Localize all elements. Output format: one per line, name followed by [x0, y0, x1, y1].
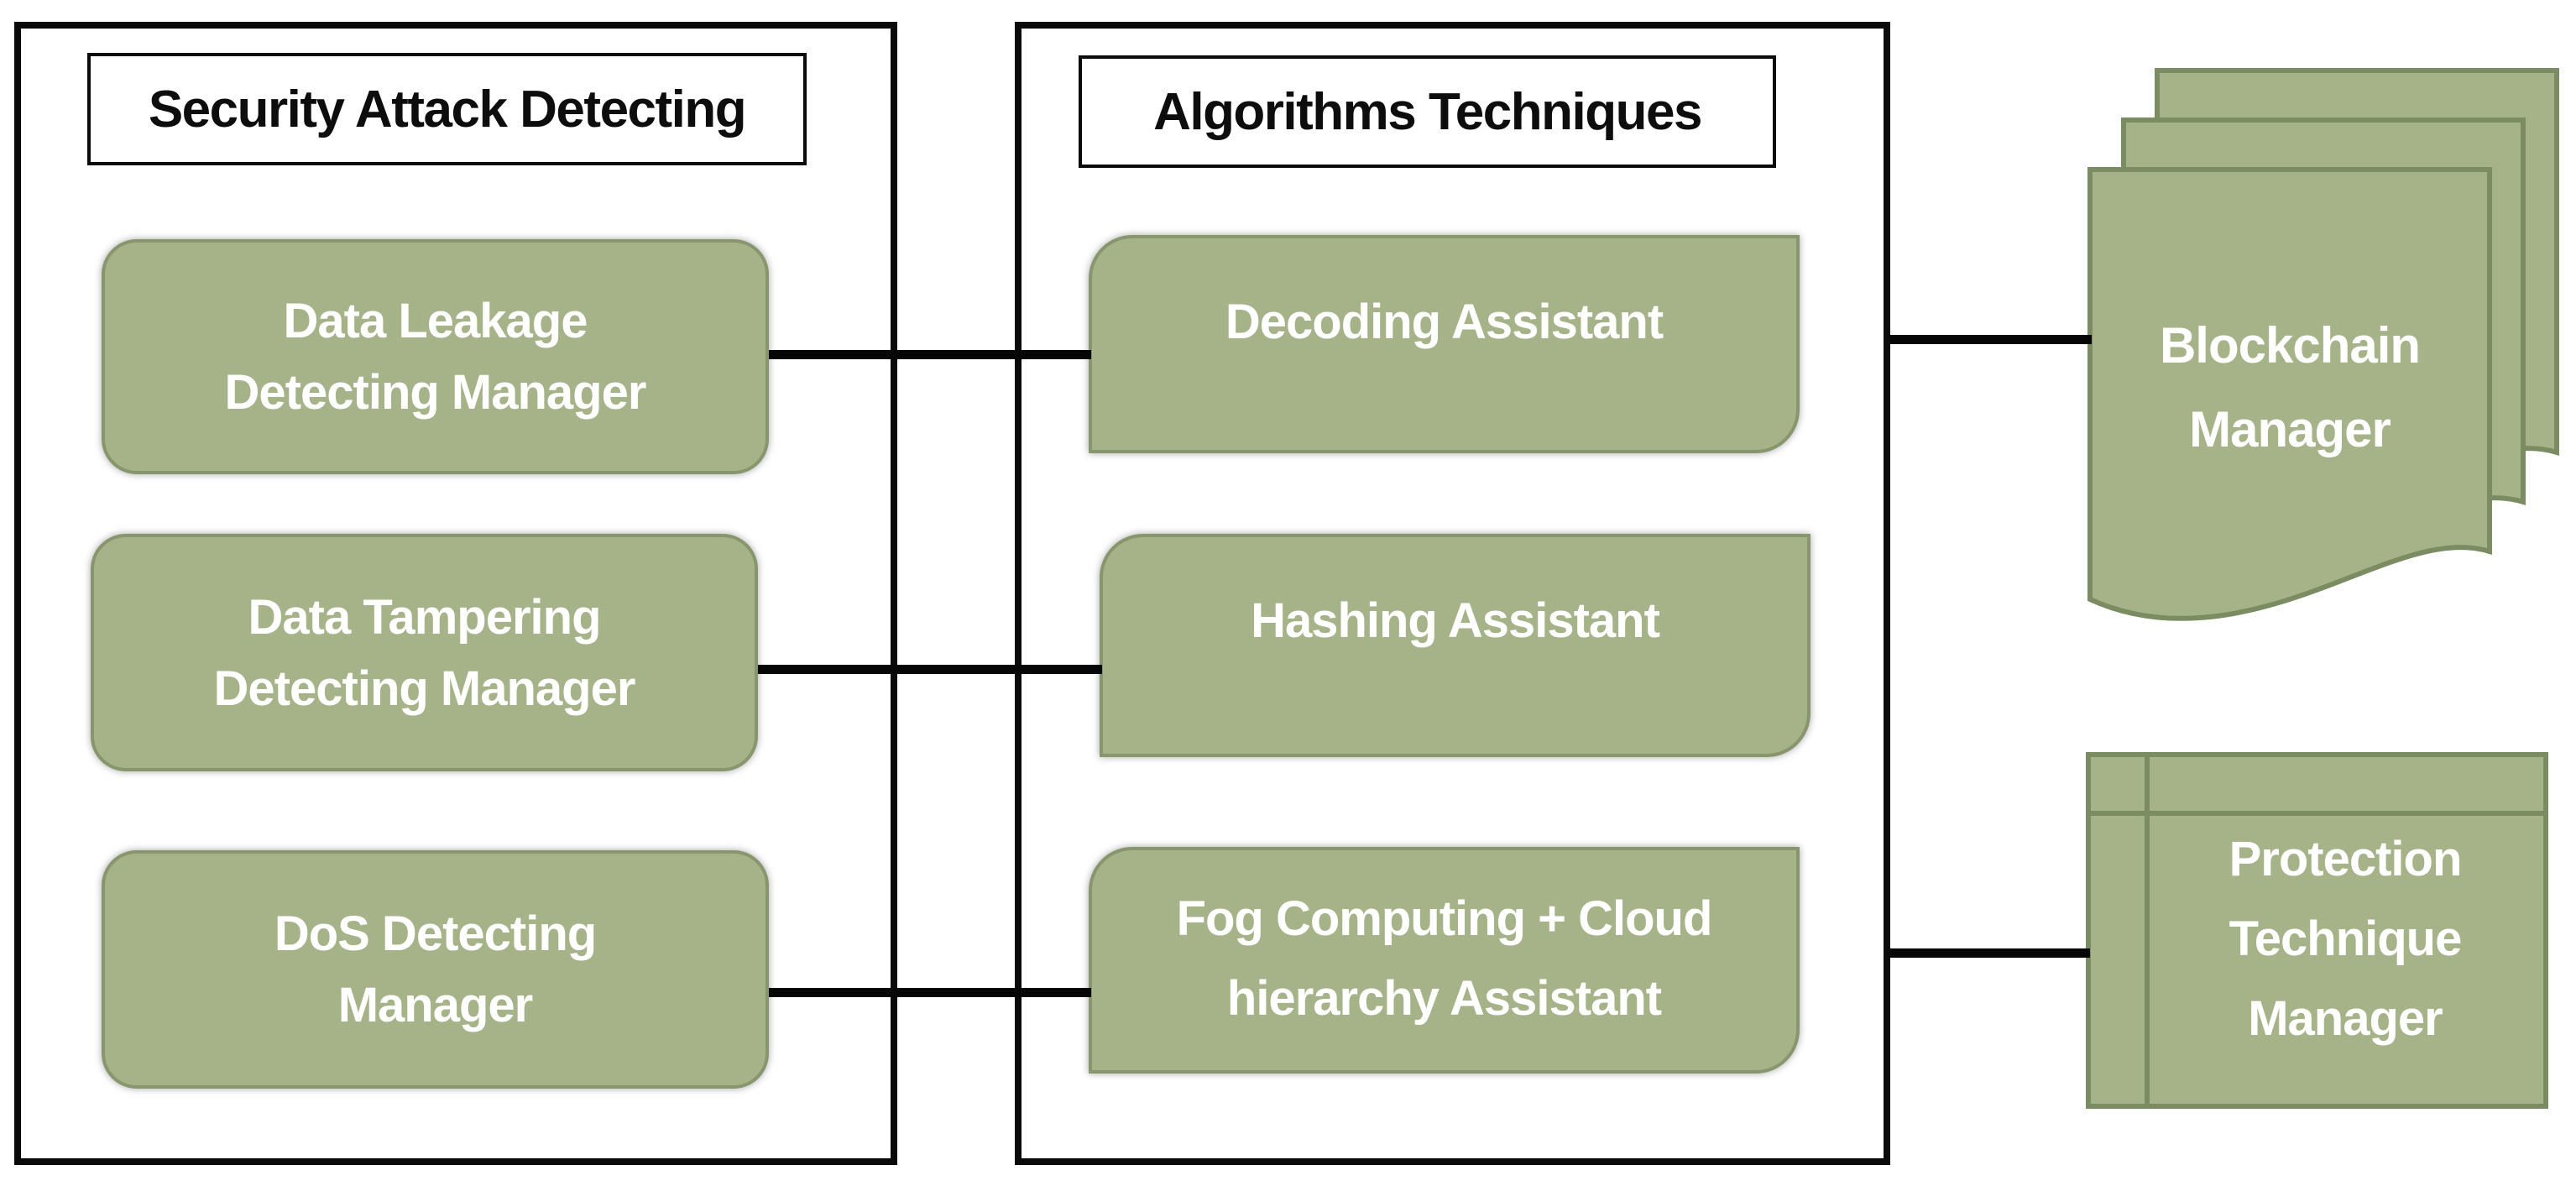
- algorithms-panel-title-label: Algorithms Techniques: [1153, 82, 1702, 141]
- algorithms-panel-title: Algorithms Techniques: [1079, 55, 1776, 168]
- document-sheet-front: [2087, 167, 2492, 621]
- box-data-leakage-detecting-manager: Data Leakage Detecting Manager: [102, 239, 769, 474]
- connector-line: [769, 988, 1091, 997]
- connector-line: [1890, 335, 2092, 344]
- box-decoding-assistant: Decoding Assistant: [1089, 235, 1800, 453]
- shape-label-line: Protection: [2229, 832, 2463, 886]
- box-label-line: Detecting Manager: [213, 661, 636, 716]
- box-dos-detecting-manager: DoS Detecting Manager: [102, 850, 769, 1089]
- connector-line: [769, 350, 1091, 359]
- connector-line: [1890, 948, 2090, 958]
- security-panel-title: Security Attack Detecting: [87, 53, 807, 165]
- blockchain-documents-shape: [2087, 68, 2559, 621]
- box-data-tampering-detecting-manager: Data Tampering Detecting Manager: [91, 534, 758, 771]
- shape-label-line: Technique: [2229, 912, 2463, 966]
- connector-line: [758, 665, 1102, 674]
- protection-technique-manager-label: Protection Technique Manager: [2145, 819, 2546, 1058]
- box-label-line: Hashing Assistant: [1251, 593, 1660, 648]
- protection-internal-storage-shape: [2086, 752, 2548, 1109]
- box-label-line: DoS Detecting: [274, 906, 597, 961]
- box-label-line: Manager: [337, 978, 534, 1032]
- security-panel-title-label: Security Attack Detecting: [148, 80, 747, 138]
- box-label-line: Decoding Assistant: [1225, 295, 1664, 349]
- box-label-line: Data Leakage: [283, 294, 588, 348]
- box-label-line: Fog Computing + Cloud: [1176, 891, 1713, 946]
- box-label-line: hierarchy Assistant: [1226, 971, 1662, 1026]
- shape-label-line: Blockchain: [2159, 317, 2421, 374]
- shape-label-line: Manager: [2189, 401, 2391, 457]
- box-label-line: Detecting Manager: [224, 365, 647, 420]
- blockchain-manager-label: Blockchain Manager: [2090, 304, 2490, 472]
- shape-label-line: Manager: [2248, 991, 2443, 1046]
- box-hashing-assistant: Hashing Assistant: [1100, 534, 1811, 757]
- box-label-line: Data Tampering: [248, 589, 601, 645]
- box-fog-computing-cloud-hierarchy-assistant: Fog Computing + Cloud hierarchy Assistan…: [1089, 847, 1800, 1074]
